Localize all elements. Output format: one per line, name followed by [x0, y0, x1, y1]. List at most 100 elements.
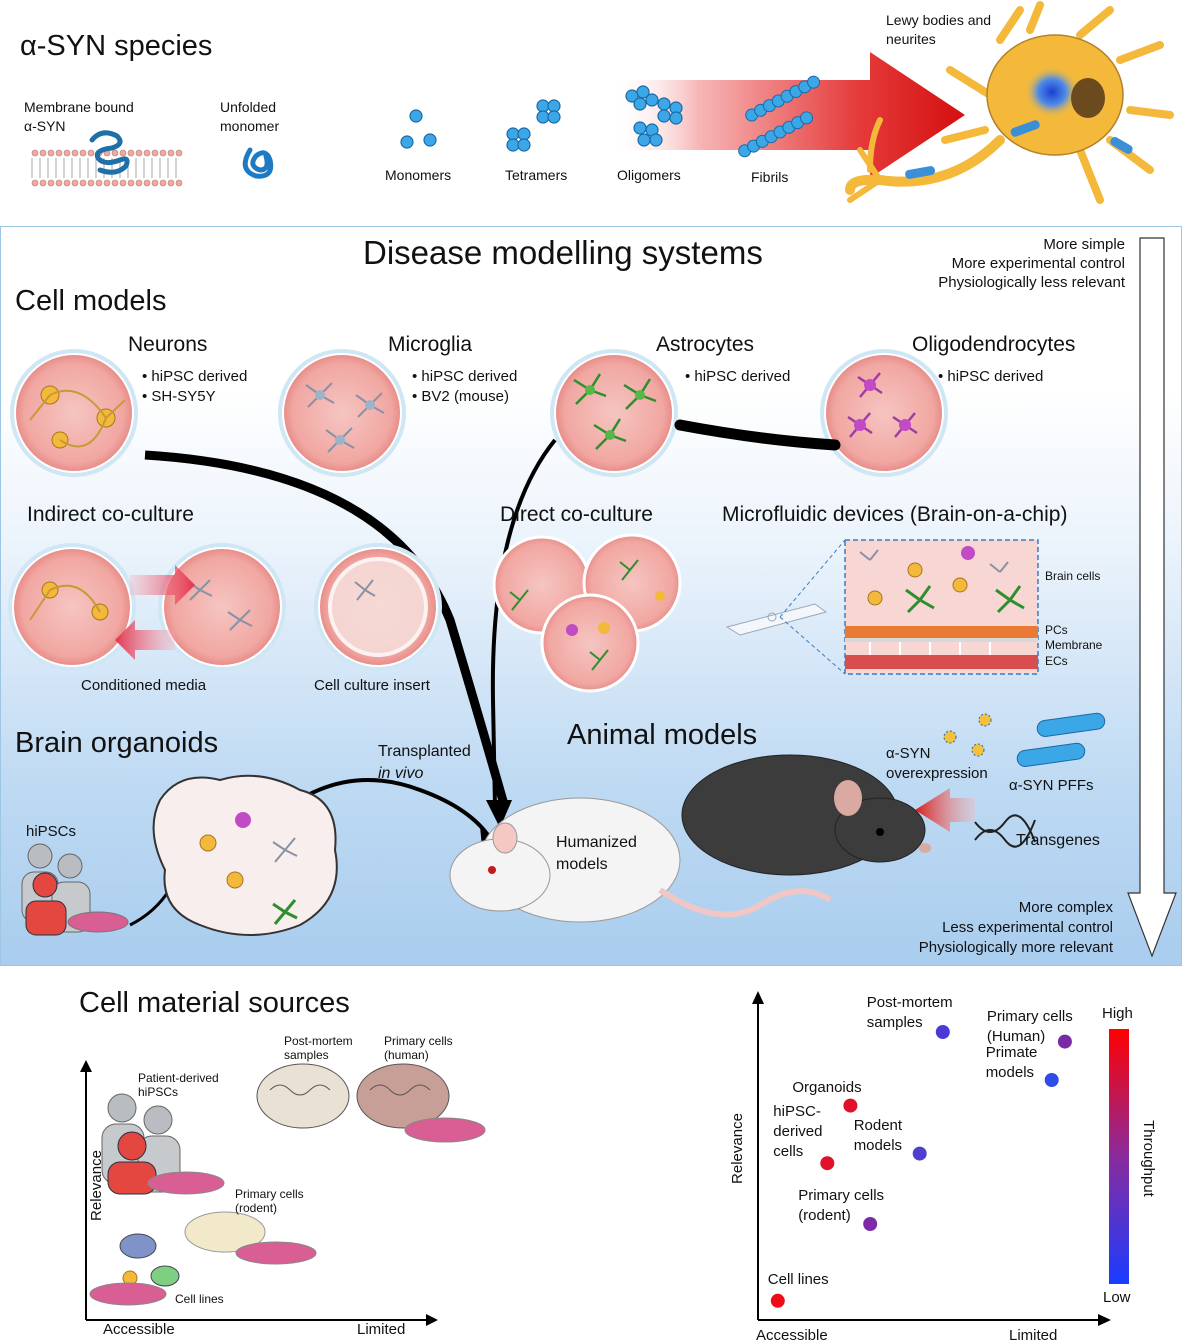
scatter-point-label: models [853, 1136, 903, 1154]
fibrils-label: Fibrils [751, 169, 789, 185]
overexpression-label-2: overexpression [886, 765, 988, 782]
primary-rodent-label-1: Primary cells [235, 1187, 304, 1201]
hipscs-label: hiPSCs [26, 823, 77, 840]
tetramers-icon [506, 99, 561, 152]
unfolded-label-2: monomer [220, 118, 280, 134]
monomers-label: Monomers [385, 167, 452, 183]
scatter-point-label: Primary cells [986, 1007, 1073, 1025]
neurons-title: Neurons [128, 333, 208, 356]
scatter-point-label: samples [866, 1014, 923, 1031]
gradient-bottom-3: Physiologically more relevant [918, 939, 1113, 956]
oligomers-label: Oligomers [617, 167, 681, 183]
astrocytes-title: Astrocytes [656, 333, 755, 356]
astrocytes-bullet-1: • hiPSC derived [685, 368, 791, 385]
unfolded-label-1: Unfolded [220, 99, 277, 115]
primary-human-label-1: Primary cells [384, 1034, 453, 1048]
neurons-bullet-2: • SH-SY5Y [142, 388, 216, 405]
cell-lines-label: Cell lines [175, 1292, 224, 1306]
gradient-top-1: More simple [1043, 236, 1125, 253]
gradient-top-2: More experimental control [951, 255, 1125, 272]
microfluidic-title: Microfluidic devices (Brain-on-a-chip) [722, 503, 1068, 526]
membrane-icon [30, 130, 185, 187]
scatter-point-label: Cell lines [767, 1270, 829, 1288]
sources-x-start: Accessible [103, 1321, 175, 1338]
humanized-label-1: Humanized [556, 834, 637, 851]
lewy-neurite-marks [905, 120, 1133, 179]
tetramers-label: Tetramers [505, 167, 568, 183]
species-illustration [30, 1, 1174, 204]
post-mortem-brain-icon [256, 1063, 486, 1143]
monomers-icon [400, 109, 437, 149]
humanized-label-2: models [556, 856, 608, 873]
scatter-point-label: models [985, 1064, 1035, 1081]
scatter-point [935, 1025, 950, 1039]
primary-rodent-brain-icon [184, 1211, 317, 1265]
patient-hipsc-icon [101, 1093, 225, 1195]
chart-x-axis-arrow [1098, 1314, 1111, 1326]
membrane-label-2: α-SYN [24, 118, 66, 134]
organoids-title: Brain organoids [15, 727, 219, 759]
patient-label-1: Patient-derived [138, 1071, 219, 1085]
scatter-point [770, 1293, 785, 1308]
chip-label-ecs: ECs [1045, 654, 1068, 668]
scatter-point [863, 1217, 878, 1231]
aggregation-arrow [610, 52, 965, 178]
gradient-top-3: Physiologically less relevant [938, 274, 1125, 291]
chart-y-axis-arrow [752, 991, 764, 1004]
neurons-bullet-1: • hiPSC derived [142, 368, 248, 385]
primary-rodent-label-2: (rodent) [235, 1201, 278, 1215]
direct-title: Direct co-culture [500, 503, 653, 526]
chip-label-pcs: PCs [1045, 623, 1068, 637]
colorbar-label: Throughput [1139, 1120, 1157, 1197]
scatter-point-label: (Human) [986, 1027, 1046, 1045]
lewy-label-2: neurites [886, 31, 936, 47]
scatter-point-label: cells [773, 1143, 804, 1161]
postmortem-label-2: samples [284, 1048, 329, 1062]
overexpression-label-1: α-SYN [886, 745, 931, 762]
scatter-point-label: Post-mortem [866, 994, 953, 1011]
scatter-point-label: Rodent [853, 1116, 903, 1134]
scatter-point [820, 1156, 835, 1171]
microglia-title: Microglia [388, 333, 473, 356]
animal-models-title: Animal models [567, 719, 758, 751]
species-title: α-SYN species [20, 30, 213, 62]
gradient-bottom-1: More complex [1018, 899, 1113, 916]
microglia-bullet-2: • BV2 (mouse) [412, 388, 509, 405]
sources-y-axis-label: Relevance [87, 1150, 105, 1221]
patient-label-2: hiPSCs [138, 1085, 179, 1099]
scatter-point-label: Primate [985, 1044, 1038, 1061]
oligomers-icon [625, 85, 683, 147]
membrane-label-1: Membrane bound [24, 99, 134, 115]
unfolded-monomer-icon [242, 147, 274, 179]
sources-title: Cell material sources [79, 987, 350, 1019]
scatter-point-label: derived [773, 1123, 823, 1141]
oligodendrocytes-title: Oligodendrocytes [912, 333, 1076, 356]
cell-culture-insert-label: Cell culture insert [314, 677, 430, 694]
throughput-colorbar [1109, 1029, 1129, 1284]
scatter-point [912, 1146, 927, 1161]
chip-label-brain-cells: Brain cells [1045, 569, 1101, 583]
chart-y-label: Relevance [728, 1113, 746, 1184]
transplanted-label: Transplanted [378, 743, 471, 760]
scatter-point-label: (rodent) [798, 1207, 851, 1224]
chip-label-membrane: Membrane [1045, 638, 1103, 652]
pffs-label: α-SYN PFFs [1009, 777, 1094, 794]
chart-x-start: Accessible [756, 1327, 828, 1344]
gradient-bottom-2: Less experimental control [942, 919, 1113, 936]
sources-x-end: Limited [357, 1321, 406, 1338]
in-vivo-label: in vivo [378, 765, 424, 782]
microglia-bullet-1: • hiPSC derived [412, 368, 518, 385]
colorbar-high: High [1102, 1005, 1133, 1022]
primary-human-label-2: (human) [384, 1048, 429, 1062]
scatter-point-label: Primary cells [798, 1187, 885, 1204]
scatter-point [1044, 1073, 1059, 1087]
conditioned-media-label: Conditioned media [81, 677, 207, 694]
postmortem-label-1: Post-mortem [284, 1034, 353, 1048]
scatter-point [843, 1098, 858, 1113]
scatter-point-label: hiPSC- [773, 1103, 821, 1121]
colorbar-low: Low [1103, 1289, 1131, 1306]
oligodendrocytes-bullet-1: • hiPSC derived [938, 368, 1044, 385]
scatter-point [1057, 1034, 1072, 1049]
fibrils-icon [738, 75, 821, 158]
cell-models-heading: Cell models [15, 285, 167, 317]
